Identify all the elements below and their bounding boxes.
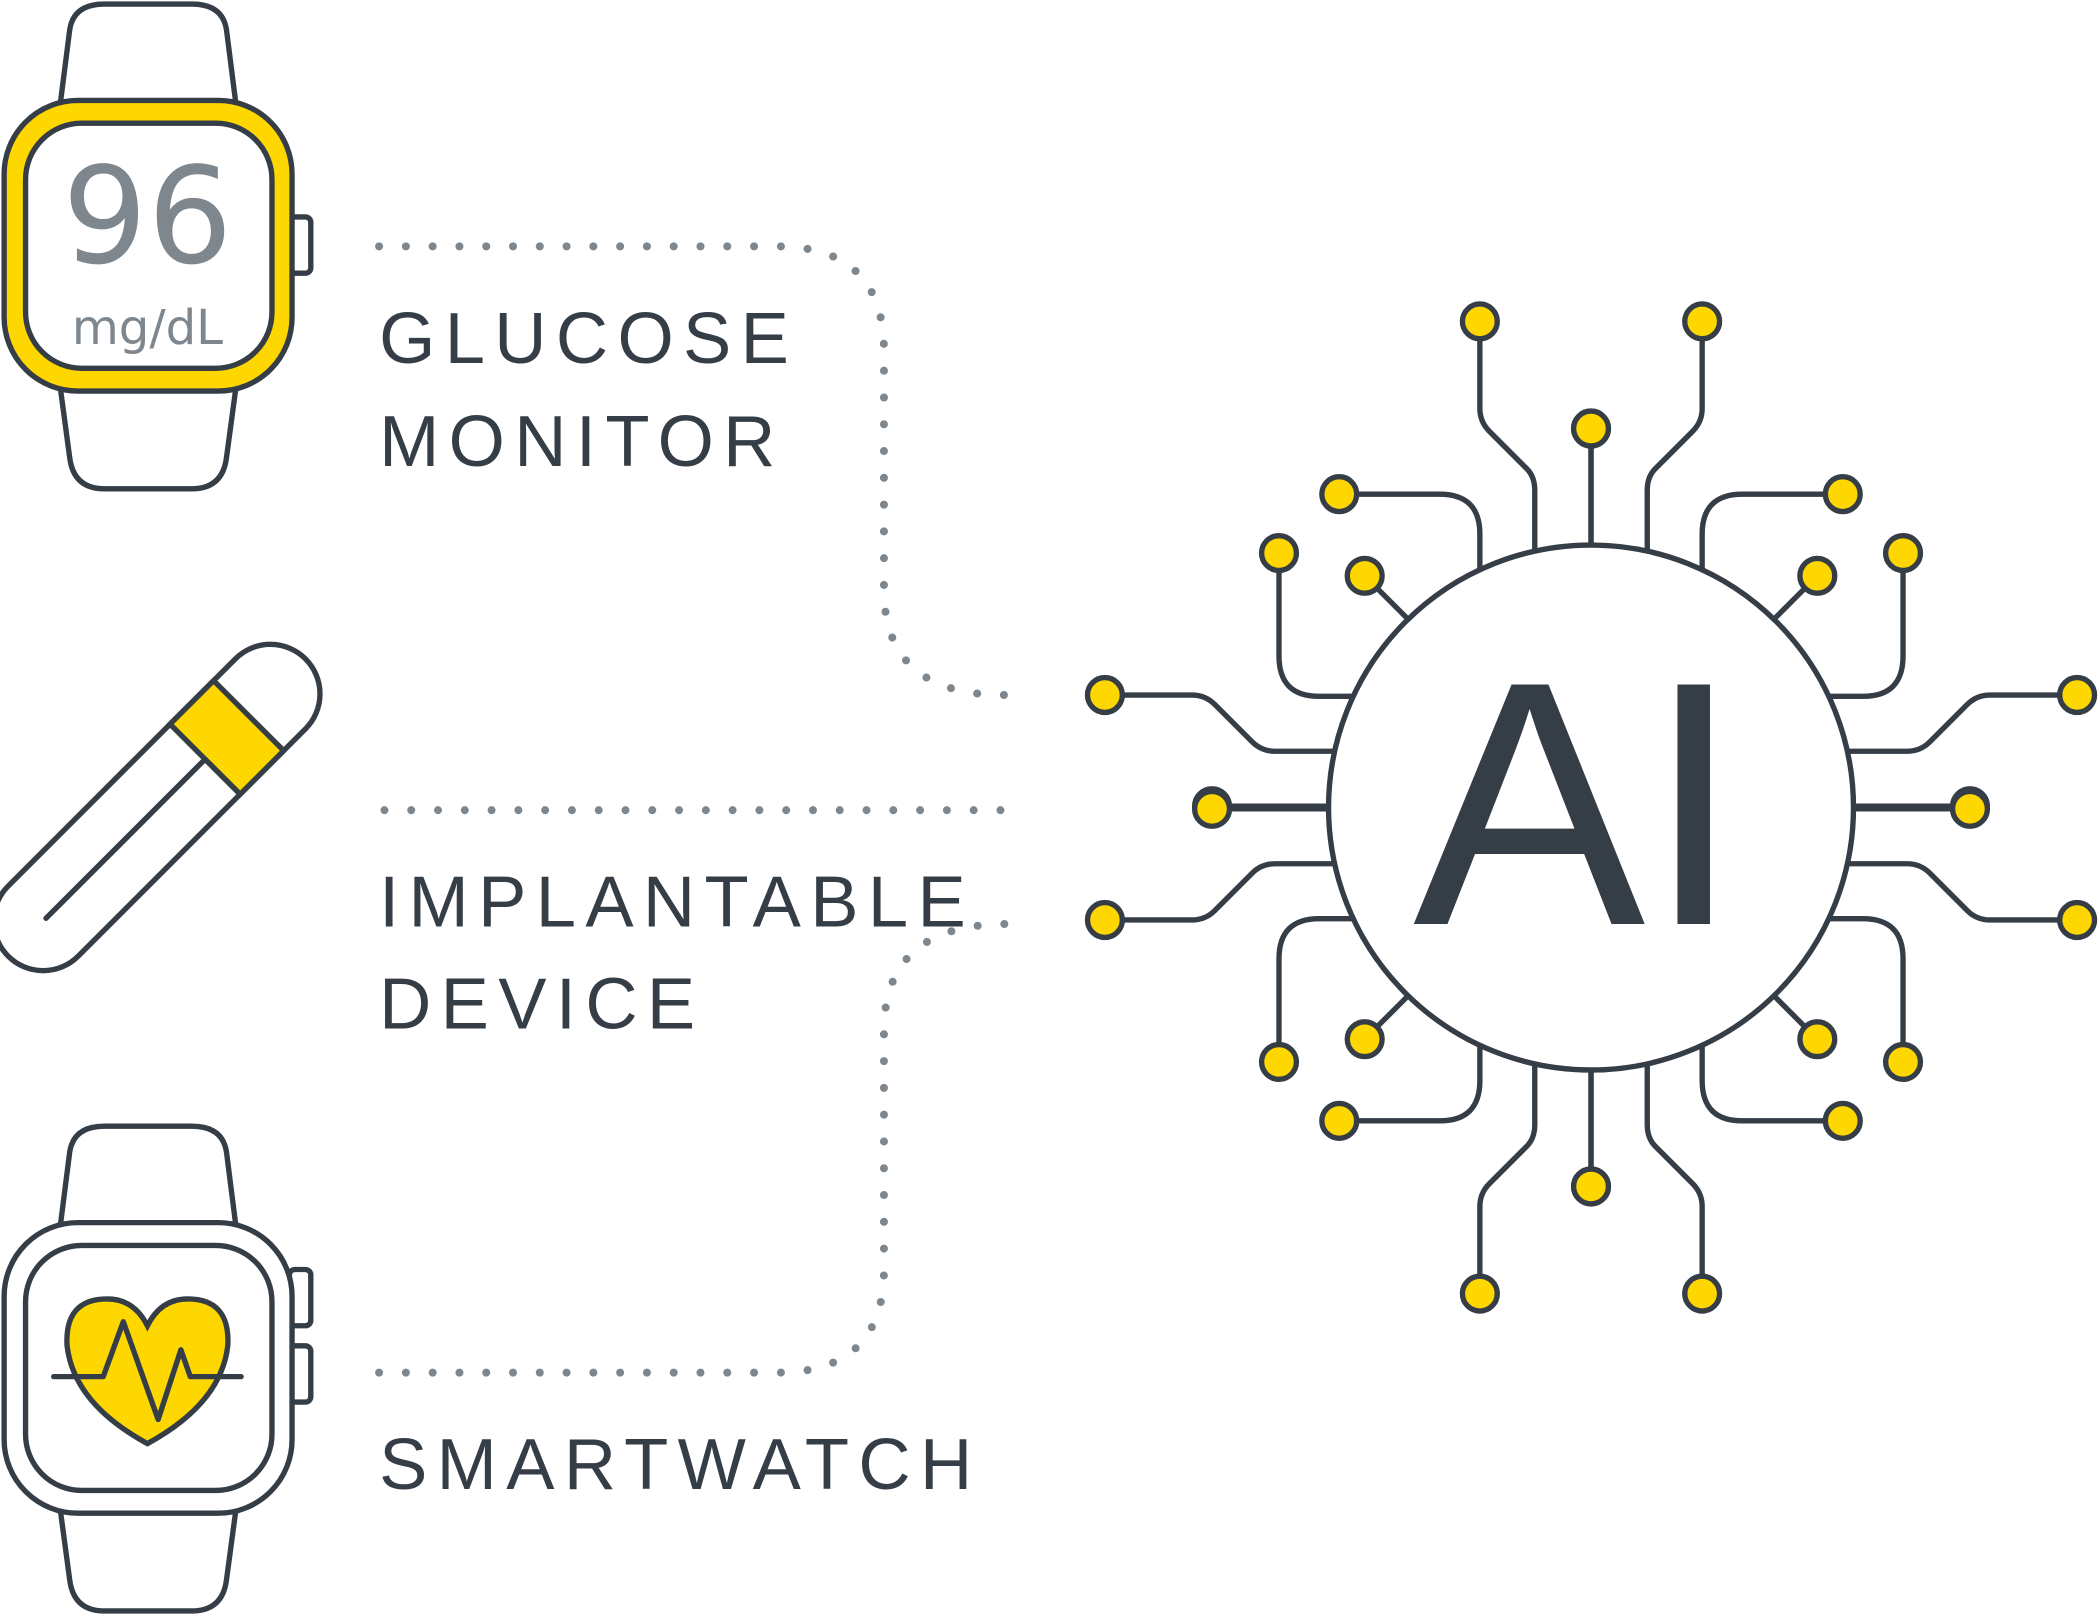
implant-label-line2: DEVICE xyxy=(379,964,704,1044)
circuit-node xyxy=(1344,555,1385,596)
heart-icon xyxy=(64,1296,231,1447)
circuit-node xyxy=(1084,674,1125,716)
circuit-node xyxy=(1459,301,1500,342)
heartbeat-line-icon xyxy=(51,1319,244,1423)
circuit-node xyxy=(1319,474,1360,515)
ai-label: AI xyxy=(1413,609,1742,998)
implant-label-line1: IMPLANTABLE xyxy=(379,863,975,943)
glucose-label-line2: MONITOR xyxy=(379,402,785,482)
smartwatch-icon xyxy=(1,1123,314,1614)
glucose-reading: 96 xyxy=(62,138,232,294)
ai-circle xyxy=(1325,542,1857,1073)
glucose-monitor-icon: 96 mg/dL xyxy=(1,1,314,492)
smartwatch-label: SMARTWATCH xyxy=(379,1425,981,1505)
ai-circuit-icon xyxy=(1084,301,2094,1311)
implantable-device-icon xyxy=(0,641,323,974)
glucose-label-line1: GLUCOSE xyxy=(379,299,798,379)
glucose-unit: mg/dL xyxy=(72,300,223,356)
circuit-node xyxy=(1258,532,1300,574)
